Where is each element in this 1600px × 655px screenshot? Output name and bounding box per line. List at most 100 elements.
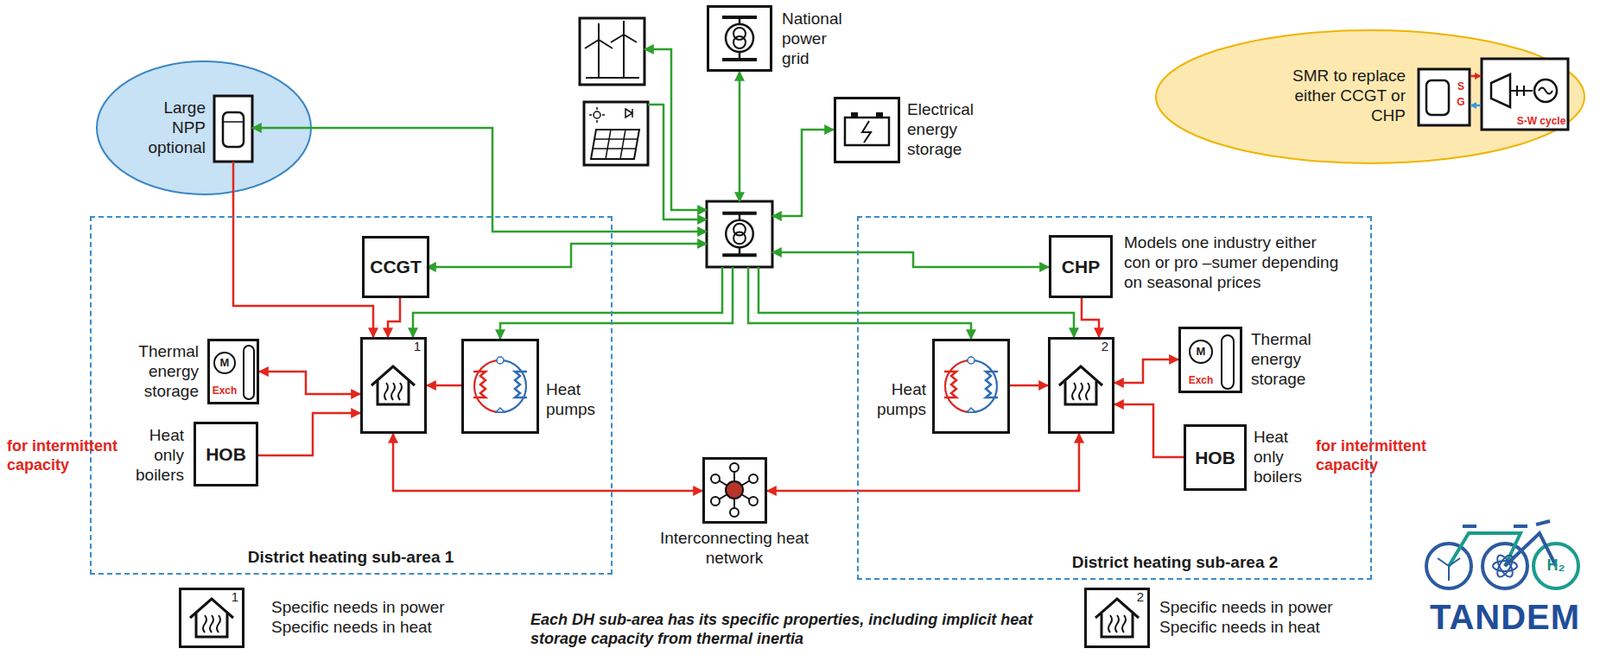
box-label: CCGT [369,255,422,278]
area-box: District heating sub-area 1CCGTThermal e… [89,215,613,575]
thermal-storage-symbol [1189,340,1213,363]
exchanger-label: Exch [212,384,238,397]
node-label: Thermal energy storage [1250,330,1312,389]
node-note: Models one industry either con or pro –s… [1123,233,1345,293]
area-box: District heating sub-area 2CHPModels one… [857,215,1372,580]
house-symbol [371,366,415,405]
solar-panel-icon [625,108,633,118]
callout-number: 2 [1101,338,1109,355]
tandem-logo [1447,565,1450,581]
solar-panel-icon [584,101,648,166]
wind-turbine-icon [622,20,625,35]
battery-symbol [844,117,889,146]
smr-region [1481,58,1569,130]
heat-pump-symbol [473,356,527,413]
power-line [252,49,1074,339]
box-label: HOB [1194,446,1236,469]
node-label: National power grid [781,9,843,69]
power-line [758,266,1074,337]
motor-letter: M [1196,344,1207,359]
thermal-storage-symbol [243,345,254,400]
note-label: for intermittent capacity [1315,437,1459,475]
tandem-logo [1448,558,1461,566]
heat-connector [426,384,462,388]
motor-letter: M [220,355,230,370]
tandem-logo [1462,524,1477,528]
smr-region [1426,80,1449,115]
smr-region [1470,104,1481,108]
tandem-logo [1426,543,1472,589]
heat-connector [259,371,361,394]
node-label: Heat pumps [876,380,927,420]
tandem-logo [1533,543,1579,589]
smr-region [1538,88,1553,95]
house-symbol [190,598,234,637]
heat-connector [393,433,703,491]
power-line [772,129,834,216]
heat-connector [258,412,361,456]
node-label: Thermal energy storage [138,342,199,401]
house-symbol [1095,598,1139,637]
note-label: for intermittent capacity [6,437,150,475]
solar-panel-icon [590,129,640,159]
battery-symbol [844,112,889,146]
node-label: Heat only boilers [1253,427,1302,487]
house-symbol [1059,366,1103,405]
smr-region [1418,69,1470,126]
power-line [412,266,723,337]
heat-connector [1114,359,1179,383]
logo-symbol: H₂ [1547,556,1566,576]
smr-region [1534,79,1557,102]
tandem-logo [1492,560,1518,572]
heat-connector [1114,404,1184,458]
tandem-logo [1494,552,1516,579]
network-box: Interconnecting heat network [702,457,768,524]
callout-number: 1 [413,338,421,355]
heat-pump-symbol [944,356,998,413]
wind-turbine-icon [585,76,640,79]
wind-turbine-icon [597,39,600,78]
smr-region [1491,74,1511,108]
solar-panel-icon [589,107,605,123]
node-label: Specific needs in power Specific needs i… [271,597,479,638]
house-box: 1Specific needs in power Specific needs … [178,587,245,648]
heat-pump-box: Heat pumps [461,338,540,434]
thermal-storage-symbol [1221,335,1234,389]
storage-box: Electrical energy storage [833,96,901,164]
node-label: Heat only boilers [135,425,185,485]
battery-symbol [850,112,858,118]
npp-region [232,161,235,196]
steam-generator-letter: G [1456,95,1465,108]
tandem-logo [1536,520,1550,525]
house-box: 2 [1047,336,1115,434]
solar-panel-icon [584,101,648,166]
tandem-logo [1513,524,1528,528]
smr-region [1516,85,1518,96]
heat-network-symbol [711,496,720,506]
node-label: Electrical energy storage [907,100,974,159]
npp-region [214,95,253,162]
heat-network-symbol [711,463,758,517]
heat-connector [767,433,1080,491]
house-box: 2Specific needs in power Specific needs … [1084,587,1150,648]
thermal-storage-symbol [214,335,1234,400]
plant-box: CCGT [361,235,430,299]
cycle-label: S-W cycle [1517,114,1567,127]
heat-pump-box: Heat pumps [932,338,1010,434]
wind-turbine-icon [584,39,599,49]
smr-region [1155,30,1585,164]
heat-network-symbol [725,481,743,499]
heat-network-symbol [730,463,739,472]
heat-network-symbol [711,474,720,483]
smr-region [1510,89,1533,92]
wind-turbine-icon [598,39,613,49]
smr-region [1155,30,1585,164]
wind-turbine-icon [623,34,637,43]
tandem-logo [1426,520,1579,589]
wind-turbine-icon [622,34,625,78]
solar-panel-icon [593,111,601,119]
solar-panel-icon [592,129,638,159]
heat-network-symbol [730,507,739,517]
footnote: Each DH sub-area has its specific proper… [530,610,1058,648]
transformer-symbol [706,17,773,267]
